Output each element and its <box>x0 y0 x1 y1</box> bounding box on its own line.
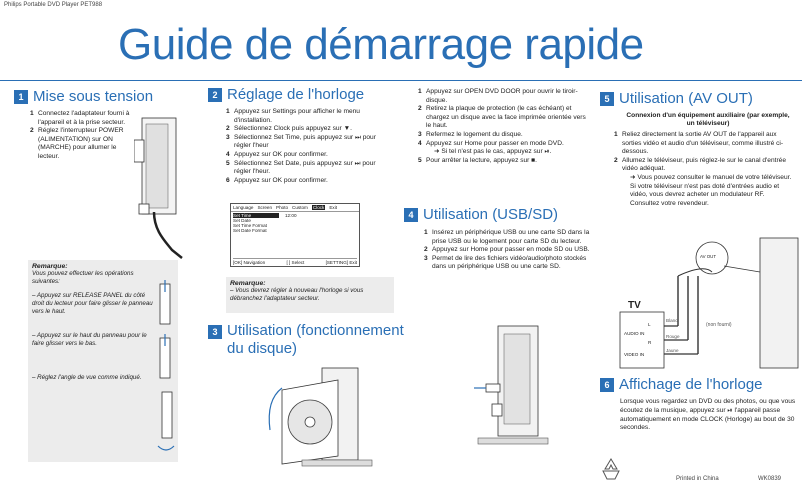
section-number: 1 <box>14 89 28 104</box>
section-title: Utilisation (AV OUT) <box>619 90 753 107</box>
not-supplied-note: (non fourni) <box>706 322 732 328</box>
cable-color-label: Blanc <box>666 318 678 323</box>
clock-display-text: Lorsque vous regardez un DVD ou des phot… <box>620 398 796 432</box>
section-disc-header: 3 Utilisation (fonctionnement du disque) <box>208 322 407 358</box>
menu-item: Set Time Format <box>233 223 267 228</box>
page-title: Guide de démarrage rapide <box>118 20 644 69</box>
list-item: ➜ Si tel n'est pas le cas, appuyez sur ⏯… <box>434 148 552 156</box>
note-text: – Appuyez sur RELEASE PANEL du côté droi… <box>32 292 153 315</box>
menu-tab: Screen <box>257 205 273 210</box>
menu-item: Set Date <box>233 218 251 223</box>
section-title: Utilisation (fonctionnement du disque) <box>227 322 404 357</box>
panel-illustration <box>157 280 175 451</box>
note-title: Remarque: <box>32 263 68 270</box>
menu-footer-item: [OK] Navigation <box>233 260 266 265</box>
menu-tab: Language <box>233 205 254 210</box>
list-item: ➜ Vous pouvez consulter le manuel de vot… <box>630 173 792 207</box>
section-power-header: 1 Mise sous tension <box>14 88 153 105</box>
note-text: – Vous devrez régler à nouveau l'horloge… <box>230 287 364 302</box>
section-title: Utilisation (USB/SD) <box>423 206 559 223</box>
jack-label: AUDIO IN <box>624 331 645 336</box>
section-number: 3 <box>208 325 222 339</box>
av-subtitle: Connexion d'un équipement auxiliaire (pa… <box>626 112 790 128</box>
usb-illustration <box>474 325 549 445</box>
jack-label: R <box>648 340 652 345</box>
menu-item-selected: Set Time <box>233 213 279 218</box>
tv-label: TV <box>628 300 641 311</box>
disc-illustration <box>268 367 373 467</box>
settings-menu-screenshot: Language Screen Photo Custom Clock Exit … <box>230 203 360 267</box>
note-text: – Appuyez sur le haut du panneau pour le… <box>32 332 147 347</box>
av-out-label: AV OUT <box>700 254 717 259</box>
menu-tab: Exit <box>329 205 338 210</box>
section-title: Affichage de l'horloge <box>619 376 763 393</box>
note-text: – Réglez l'angle de vue comme indiqué. <box>32 374 142 381</box>
menu-tab-active: Clock <box>311 205 326 210</box>
section-title: Réglage de l'horloge <box>227 86 365 103</box>
menu-value: 12:00 <box>285 213 297 218</box>
av-cable-drawing <box>619 237 799 369</box>
menu-tab: Custom <box>292 205 308 210</box>
printed-in: Printed in China <box>676 476 719 482</box>
section-av-header: 5 Utilisation (AV OUT) <box>600 90 753 107</box>
product-name: Philips Portable DVD Player PET988 <box>4 2 103 8</box>
section-usb-header: 4 Utilisation (USB/SD) <box>404 206 558 223</box>
section-number: 6 <box>600 377 614 392</box>
cable-color-label: Rouge <box>666 334 680 339</box>
recycle-icon <box>602 458 620 480</box>
section-number: 4 <box>404 207 418 222</box>
jack-label: VIDEO IN <box>624 352 645 357</box>
note-box: Remarque: – Vous devrez régler à nouveau… <box>226 277 394 313</box>
section-number: 2 <box>208 87 222 102</box>
note-box: Remarque: Vous pouvez effectuer les opér… <box>28 260 178 462</box>
jack-label: L <box>648 322 651 327</box>
menu-footer-item: [SETTING] Exit <box>325 260 357 265</box>
note-text: Vous pouvez effectuer les opérations sui… <box>32 270 134 285</box>
section-title: Mise sous tension <box>33 88 154 105</box>
note-title: Remarque: <box>230 280 266 287</box>
menu-tab: Photo <box>276 205 289 210</box>
section-clock-header: 2 Réglage de l'horloge <box>208 86 364 103</box>
cable-color-label: Jaune <box>666 348 679 353</box>
title-rule <box>0 80 802 81</box>
document-code: WK0839 <box>758 476 782 482</box>
section-number: 5 <box>600 91 614 106</box>
av-diagram: TV AV OUT L AUDIO IN R VIDEO IN Blanc Ro… <box>614 236 800 370</box>
section-clock-display-header: 6 Affichage de l'horloge <box>600 376 763 393</box>
menu-item: Set Date Format <box>233 228 267 233</box>
power-illustration <box>134 117 183 259</box>
menu-footer-item: [ ] Select <box>286 260 305 265</box>
